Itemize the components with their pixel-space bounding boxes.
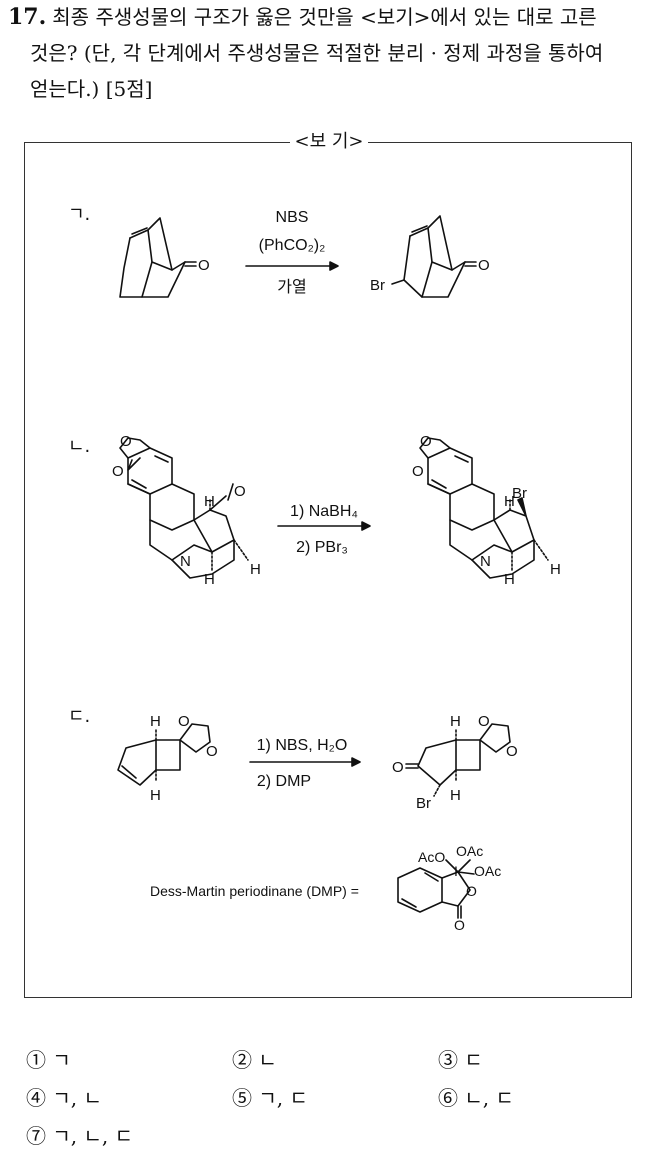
choice-6[interactable]: ⑥ ㄴ, ㄷ xyxy=(438,1086,514,1110)
item-label-giyeok: ㄱ. xyxy=(68,204,91,225)
atom-h-7: H xyxy=(150,713,161,730)
atom-o-8: O xyxy=(178,713,190,730)
atom-n-1: N xyxy=(180,553,191,570)
reagent-nbs: NBS xyxy=(276,209,309,226)
atom-o-11: O xyxy=(478,713,490,730)
dmp-labels: Dess-Martin periodinane (DMP) = AcO OAc … xyxy=(150,843,501,933)
choice-1[interactable]: ① ㄱ xyxy=(26,1048,71,1072)
atom-o-10: O xyxy=(392,759,404,776)
atom-h-2: H xyxy=(204,571,215,588)
atom-br-1: Br xyxy=(370,277,385,294)
reagent-nbs-water: 1) NBS, H₂O xyxy=(257,737,348,754)
dmp-aco-1: AcO xyxy=(418,849,445,865)
choice-2[interactable]: ② ㄴ xyxy=(232,1048,277,1072)
atom-h-6: H xyxy=(550,561,561,578)
question-number: 17. xyxy=(8,4,47,30)
reagent-dmp: 2) DMP xyxy=(257,773,311,790)
atom-o-5: O xyxy=(234,483,246,500)
choice-7[interactable]: ⑦ ㄱ, ㄴ, ㄷ xyxy=(26,1124,133,1148)
product-bromoketone-ketal xyxy=(405,723,511,797)
atom-o-3: O xyxy=(112,463,124,480)
dmp-structure xyxy=(397,859,475,919)
dmp-iodine: I xyxy=(454,863,458,879)
choice-5[interactable]: ⑤ ㄱ, ㄷ xyxy=(232,1086,308,1110)
atom-o-9: O xyxy=(206,743,218,760)
reagent-nabh4: 1) NaBH₄ xyxy=(290,503,358,520)
atom-o-2: O xyxy=(478,257,490,274)
reagent-benzoyl-peroxide: (PhCO₂)₂ xyxy=(259,237,326,254)
item-label-nieun: ㄴ. xyxy=(68,436,91,457)
atom-o-4: O xyxy=(120,433,132,450)
reactant-alkaloid-ketone xyxy=(119,437,249,579)
reactant-cyclobutane-ketal xyxy=(117,723,211,786)
atom-h-1: H xyxy=(204,493,215,510)
product-alkaloid-bromide xyxy=(419,437,549,579)
dmp-caption: Dess-Martin periodinane (DMP) = xyxy=(150,883,359,899)
choice-4[interactable]: ④ ㄱ, ㄴ xyxy=(26,1086,102,1110)
reagent-heat: 가열 xyxy=(277,278,306,296)
atom-br-2: Br xyxy=(512,485,527,502)
reactant-bicyclooctenone xyxy=(119,217,197,298)
question-text-1: 최종 주생성물의 구조가 옳은 것만을 <보기>에서 있는 대로 고른 xyxy=(52,5,597,29)
atom-h-4: H xyxy=(504,493,515,510)
choice-3[interactable]: ③ ㄷ xyxy=(438,1048,483,1072)
dmp-oac-2: OAc xyxy=(456,843,483,859)
atom-h-5: H xyxy=(504,571,515,588)
atom-h-3: H xyxy=(250,561,261,578)
reagents: NBS (PhCO₂)₂ 가열 1) NaBH₄ 2) PBr₃ 1) NBS,… xyxy=(257,209,358,790)
atom-h-8: H xyxy=(150,787,161,804)
question-line-1: 17.최종 주생성물의 구조가 옳은 것만을 <보기>에서 있는 대로 고른 xyxy=(8,2,597,32)
atom-o-12: O xyxy=(506,743,518,760)
atom-h-9: H xyxy=(450,713,461,730)
bogi-title: <보 기> xyxy=(0,128,658,156)
atom-br-3: Br xyxy=(416,795,431,812)
question-text-2: 것은? (단, 각 단계에서 주생성물은 적절한 분리 · 정제 과정을 통하여 xyxy=(30,41,604,65)
atom-o-6: O xyxy=(412,463,424,480)
reagent-pbr3: 2) PBr₃ xyxy=(296,539,348,556)
atom-o-7: O xyxy=(420,433,432,450)
atom-n-2: N xyxy=(480,553,491,570)
item-label-digeut: ㄷ. xyxy=(68,706,91,727)
atom-o-1: O xyxy=(198,257,210,274)
product-bromo-bicyclooctenone xyxy=(391,215,477,298)
question-text-3: 얻는다.) [5점] xyxy=(30,77,153,101)
dmp-oac-3: OAc xyxy=(474,863,501,879)
atom-h-10: H xyxy=(450,787,461,804)
atom-labels: O O Br O O O H N H H O O Br H N H H H H … xyxy=(112,257,561,812)
dmp-o-carbonyl: O xyxy=(454,917,465,933)
dmp-o-ring: O xyxy=(466,883,477,899)
